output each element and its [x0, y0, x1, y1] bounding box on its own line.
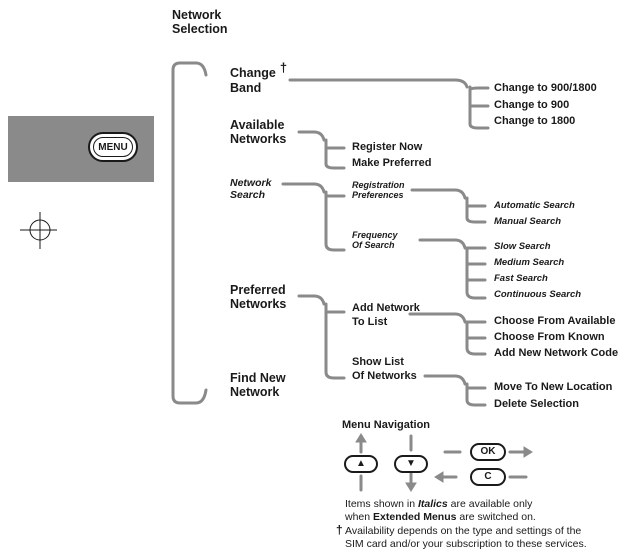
menu-item-frequency-of-search[interactable]: Frequency Of Search	[352, 230, 398, 251]
footnote-availability-line1: Availability depends on the type and set…	[345, 525, 582, 537]
menu-item-add-network[interactable]: Add Network To List	[352, 302, 420, 330]
available-line2: Networks	[230, 132, 287, 147]
option-add-new-network-code[interactable]: Add New Network Code	[494, 347, 619, 359]
option-move-to-new-location[interactable]: Move To New Location	[494, 381, 613, 393]
preferred-bracket	[324, 302, 346, 380]
change-band-line2: Band	[230, 80, 262, 95]
option-make-preferred[interactable]: Make Preferred	[352, 157, 432, 169]
footnote-extended-pre: when	[345, 511, 374, 523]
crosshair-mark	[20, 212, 57, 249]
available-connector	[297, 130, 326, 142]
footnote-italics-post: are available only	[447, 498, 533, 510]
network-search-line1: Network	[230, 177, 272, 189]
footnote-availability-line2: SIM card and/or your subscription to the…	[345, 538, 587, 550]
option-change-900-1800[interactable]: Change to 900/1800	[494, 82, 597, 94]
footnote-italics-word: Italics	[417, 498, 448, 510]
title-line-1: Network	[172, 8, 222, 22]
option-medium-search[interactable]: Medium Search	[494, 257, 565, 268]
menu-item-find-new-network[interactable]: Find New Network	[230, 371, 286, 400]
option-delete-selection[interactable]: Delete Selection	[494, 398, 579, 410]
option-manual-search[interactable]: Manual Search	[494, 216, 562, 227]
title-line-2: Selection	[172, 22, 228, 37]
frequency-line1: Frequency	[352, 230, 398, 240]
frequency-line2: Of Search	[352, 239, 395, 250]
network-search-connector	[281, 182, 326, 194]
footnote-extended-post: are switched on.	[456, 511, 536, 523]
available-line1: Available	[230, 118, 285, 132]
option-register-now[interactable]: Register Now	[352, 141, 423, 153]
footnote-availability: † Availability depends on the type and s…	[336, 524, 587, 551]
menu-item-change-band[interactable]: Change† Band	[230, 60, 287, 95]
menu-button-label: MENU	[93, 137, 133, 157]
change-band-line1: Change	[230, 66, 276, 80]
option-fast-search[interactable]: Fast Search	[494, 273, 548, 284]
ok-key[interactable]: OK	[470, 443, 506, 461]
show-list-line2: Of Networks	[352, 369, 417, 382]
registration-line2: Preferences	[352, 189, 404, 200]
show-list-line1: Show List	[352, 356, 404, 368]
option-choose-from-available[interactable]: Choose From Available	[494, 315, 616, 327]
footnote-italics: Items shown in Italics are available onl…	[345, 498, 536, 524]
footnote-extended-word: Extended Menus	[373, 511, 457, 523]
option-continuous-search[interactable]: Continuous Search	[494, 289, 582, 300]
change-band-bracket	[468, 85, 490, 130]
option-automatic-search[interactable]: Automatic Search	[494, 200, 575, 211]
available-bracket	[324, 138, 346, 170]
option-change-900[interactable]: Change to 900	[494, 99, 570, 111]
add-network-line2: To List	[352, 315, 388, 328]
down-key[interactable]: ▼	[394, 455, 428, 473]
main-bracket	[171, 61, 198, 405]
preferred-line1: Preferred	[230, 283, 286, 297]
registration-line1: Registration	[352, 180, 405, 190]
network-search-line2: Search	[230, 189, 266, 202]
diagram-title: Network Selection	[172, 8, 228, 37]
menu-item-network-search[interactable]: Network Search	[230, 177, 271, 201]
find-new-line1: Find New	[230, 371, 286, 385]
menu-navigation-title: Menu Navigation	[342, 419, 431, 431]
menu-item-registration-preferences[interactable]: Registration Preferences	[352, 180, 405, 201]
menu-item-preferred-networks[interactable]: Preferred Networks	[230, 283, 286, 312]
c-key[interactable]: C	[470, 468, 506, 486]
add-network-line1: Add Network	[352, 302, 420, 314]
network-search-bracket	[324, 190, 346, 252]
footnote-dagger: †	[336, 523, 343, 537]
menu-item-available-networks[interactable]: Available Networks	[230, 118, 286, 147]
option-change-1800[interactable]: Change to 1800	[494, 115, 576, 127]
up-key[interactable]: ▲	[344, 455, 378, 473]
change-band-connector	[288, 78, 469, 89]
option-slow-search[interactable]: Slow Search	[494, 241, 551, 252]
preferred-connector	[297, 294, 326, 306]
option-choose-from-known[interactable]: Choose From Known	[494, 331, 605, 343]
find-new-line2: Network	[230, 385, 280, 400]
menu-item-show-list[interactable]: Show List Of Networks	[352, 356, 417, 384]
preferred-line2: Networks	[230, 297, 287, 312]
dagger-mark: †	[279, 60, 288, 75]
footnote-italics-pre: Items shown in	[345, 498, 418, 510]
menu-button[interactable]: MENU	[88, 132, 138, 162]
